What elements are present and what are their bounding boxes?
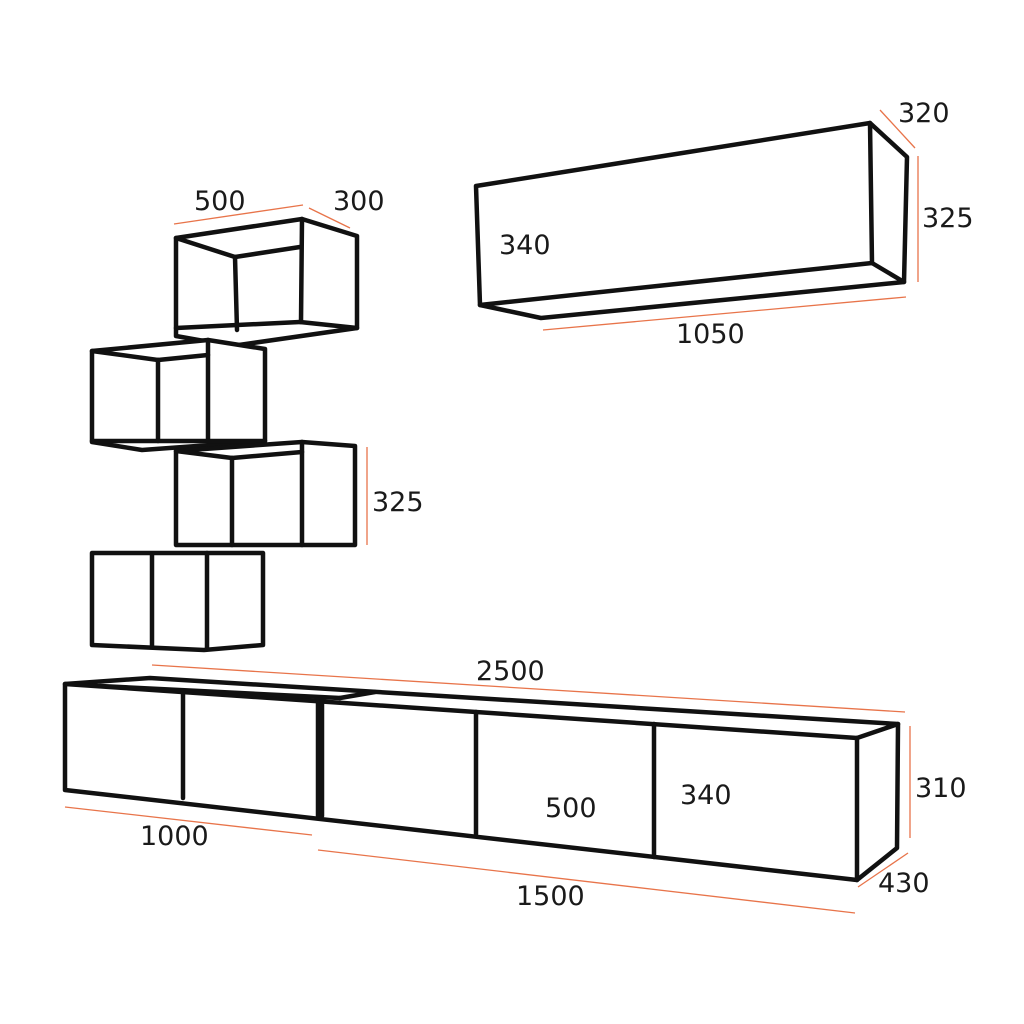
label-shelf-depth: 320 <box>898 98 950 129</box>
tv-unit <box>62 675 901 883</box>
label-tv-total-width: 2500 <box>476 656 545 687</box>
dim-line-tv-right-section <box>317 849 856 914</box>
label-shelf-height-right: 325 <box>922 203 974 234</box>
dim-line-shelf-depth <box>879 109 916 149</box>
dim-line-tv-total-width <box>151 664 906 713</box>
dim-line-tv-depth <box>857 852 909 888</box>
label-cube-height: 325 <box>372 487 424 518</box>
label-cube-width: 500 <box>194 186 246 217</box>
cube-bottom <box>89 550 266 653</box>
label-tv-height-front: 340 <box>680 780 732 811</box>
label-tv-height-side: 310 <box>915 773 967 804</box>
label-tv-left-section: 1000 <box>140 821 209 852</box>
cube-second <box>89 337 268 453</box>
label-cube-depth: 300 <box>333 186 385 217</box>
label-tv-compartment: 500 <box>545 793 597 824</box>
cube-third <box>173 439 358 548</box>
wall-shelf <box>473 120 910 321</box>
label-tv-depth: 430 <box>878 868 930 899</box>
label-tv-right-section: 1500 <box>516 881 585 912</box>
dim-line-tv-left-section <box>64 806 313 836</box>
label-shelf-width: 1050 <box>676 319 745 350</box>
cube-top <box>173 216 360 349</box>
label-shelf-height-front: 340 <box>499 230 551 261</box>
dim-line-cube-width <box>173 204 304 225</box>
dim-line-cube-depth <box>308 207 351 229</box>
dim-line-shelf-width <box>542 296 907 331</box>
dimension-labels: 500 300 325 320 325 340 1050 2500 310 34… <box>140 98 974 912</box>
